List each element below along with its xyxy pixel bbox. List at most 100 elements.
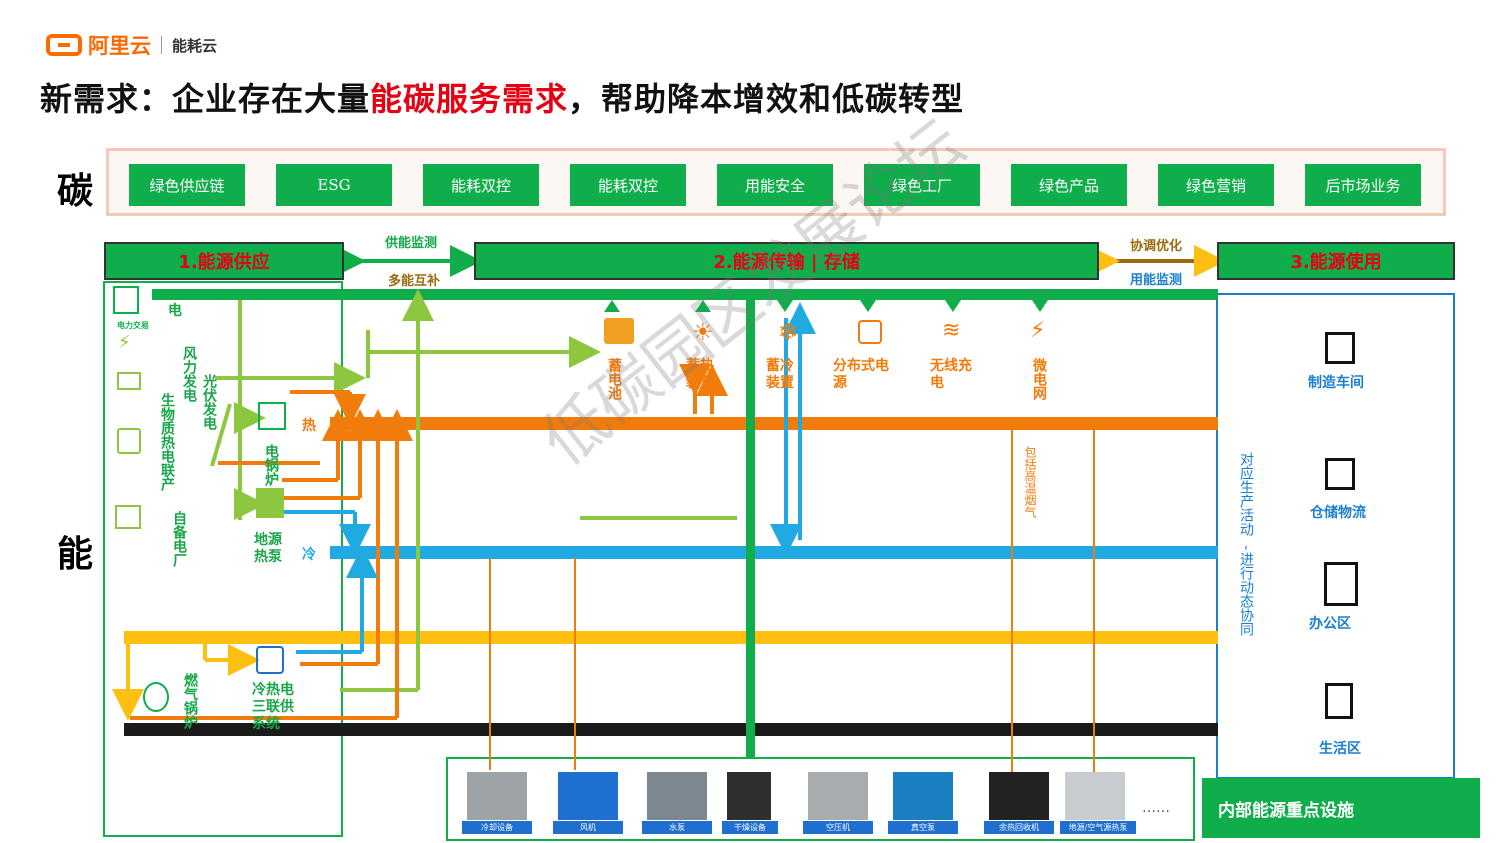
carbon-item-aftermarket[interactable]: 后市场业务 (1305, 164, 1421, 206)
usage-item-living: 生活区 (1319, 741, 1361, 757)
device-cooling-label: 冷却设备 (462, 821, 532, 834)
dryer-icon (727, 772, 771, 820)
logo-divider (161, 36, 162, 54)
storage-battery-label: 蓄电池 (606, 358, 622, 400)
electric-bus (152, 289, 1218, 300)
carbon-item-green-factory[interactable]: 绿色工厂 (864, 164, 980, 206)
storage-wireless-label: 无线充电 (930, 358, 972, 391)
carbon-item-dual-control-1[interactable]: 能耗双控 (423, 164, 539, 206)
biomass-plant-icon (117, 428, 141, 454)
heat-pump-label: 地源热泵 (254, 532, 282, 565)
flue-gas-label: 包括高温烟气 (1023, 446, 1037, 518)
aliyun-logo-icon (46, 34, 82, 56)
warehouse-building-icon (1325, 458, 1355, 490)
compressor-icon (808, 772, 868, 820)
cold-bus (330, 546, 1218, 559)
solar-label: 光伏发电 (201, 374, 217, 430)
heat-recovery-icon (989, 772, 1049, 820)
title-prefix: 新需求：企业存在大量 (40, 80, 371, 118)
power-trade-icon (113, 286, 139, 314)
product-name: 能耗云 (172, 36, 218, 55)
power-trade-label: 电力交易 (117, 321, 149, 330)
heat-label: 热 (302, 418, 316, 434)
carbon-item-green-marketing[interactable]: 绿色营销 (1158, 164, 1274, 206)
device-vacuum-pump: 真空泵 (888, 770, 958, 836)
device-heat-pump: 地源/空气源热泵 (1060, 770, 1136, 836)
device-fan: 风机 (553, 770, 623, 836)
fan-icon (558, 772, 618, 820)
solar-panel-icon (117, 372, 141, 390)
backup-plant-label: 自备电厂 (171, 511, 187, 567)
wind-label: 风力发电 (181, 346, 197, 402)
usage-section-header: 3.能源使用 (1217, 242, 1455, 280)
carbon-item-dual-control-2[interactable]: 能耗双控 (570, 164, 686, 206)
air-source-heat-pump-icon (1065, 772, 1125, 820)
device-heat-recovery-label: 余热回收机 (984, 821, 1054, 834)
storage-cold-label: 蓄冷装置 (766, 358, 794, 391)
carbon-side-label: 碳 (57, 171, 94, 212)
vacuum-pump-icon (893, 772, 953, 820)
devices-frame (446, 757, 1195, 841)
cooling-equipment-icon (467, 772, 527, 820)
carbon-item-esg[interactable]: ESG (276, 164, 392, 206)
heat-bus (330, 417, 1218, 430)
storage-distributed-label: 分布式电源 (833, 358, 889, 391)
aliyun-logo: 阿里云 能耗云 (46, 31, 217, 59)
device-fan-label: 风机 (553, 821, 623, 834)
usage-item-workshop: 制造车间 (1308, 375, 1364, 391)
device-compressor-label: 空压机 (803, 821, 873, 834)
device-pump: 水泵 (642, 770, 712, 836)
usage-monitor-label: 用能监测 (1130, 273, 1183, 288)
cchp-label: 冷热电三联供系统 (252, 682, 294, 732)
device-dryer: 干燥设备 (722, 770, 778, 836)
carbon-item-green-product[interactable]: 绿色产品 (1011, 164, 1127, 206)
title-highlight: 能碳服务需求 (370, 80, 569, 118)
office-building-icon (1324, 562, 1358, 606)
electric-boiler-icon (258, 402, 286, 430)
storage-microgrid-label: 微电网 (1031, 358, 1047, 400)
electric-boiler-label: 电锅炉 (263, 444, 279, 486)
carbon-item-green-supply-chain[interactable]: 绿色供应链 (129, 164, 245, 206)
supply-monitor-label: 供能监测 (385, 236, 438, 251)
energy-side-label: 能 (57, 534, 94, 575)
living-area-icon (1325, 683, 1353, 719)
gas-boiler-icon (143, 682, 169, 712)
usage-vertical-text: 对应生产活动,进行动态协同 (1238, 452, 1254, 636)
carbon-services-row: 绿色供应链 ESG 能耗双控 能耗双控 用能安全 绿色工厂 绿色产品 绿色营销 … (106, 148, 1446, 216)
key-facility-banner: 内部能源重点设施 (1202, 778, 1480, 838)
multi-energy-label: 多能互补 (388, 274, 441, 289)
gas-bus (124, 631, 1218, 644)
device-heat-recovery: 余热回收机 (984, 770, 1054, 836)
backup-plant-icon (115, 505, 141, 529)
snowflake-icon: ❄ (778, 318, 799, 346)
power-pylon-icon: ⚡ (1030, 318, 1046, 343)
device-heat-pump-label: 地源/空气源热泵 (1060, 821, 1136, 834)
devices-more: …… (1142, 800, 1170, 816)
usage-item-warehouse: 仓储物流 (1310, 505, 1366, 521)
wind-tower-icon: ⚡ (118, 332, 131, 353)
device-cooling: 冷却设备 (462, 770, 532, 836)
factory-building-icon (1325, 332, 1355, 364)
gas-boiler-label: 燃气锅炉 (182, 673, 198, 729)
cold-label: 冷 (302, 547, 316, 563)
battery-icon (604, 318, 634, 344)
usage-item-office: 办公区 (1309, 616, 1351, 632)
cchp-icon (256, 646, 284, 674)
transmission-section-header: 2.能源传输 | 存储 (474, 242, 1099, 280)
pump-icon (647, 772, 707, 820)
biomass-label: 生物质热电联产 (159, 393, 175, 491)
page-title: 新需求：企业存在大量能碳服务需求，帮助降本增效和低碳转型 (40, 74, 964, 120)
coordinate-label: 协调优化 (1130, 239, 1183, 254)
carbon-item-energy-safety[interactable]: 用能安全 (717, 164, 833, 206)
black-bus (124, 723, 1218, 736)
device-vacuum-pump-label: 真空泵 (888, 821, 958, 834)
storage-heat-label: 蓄热装置 (686, 358, 714, 391)
device-pump-label: 水泵 (642, 821, 712, 834)
device-compressor: 空压机 (803, 770, 873, 836)
central-vertical-bus (746, 300, 755, 758)
supply-section-header: 1.能源供应 (104, 242, 344, 280)
electric-label: 电 (168, 303, 182, 319)
device-dryer-label: 干燥设备 (722, 821, 778, 834)
title-suffix: ，帮助降本增效和低碳转型 (568, 80, 965, 118)
brand-name: 阿里云 (88, 34, 151, 58)
